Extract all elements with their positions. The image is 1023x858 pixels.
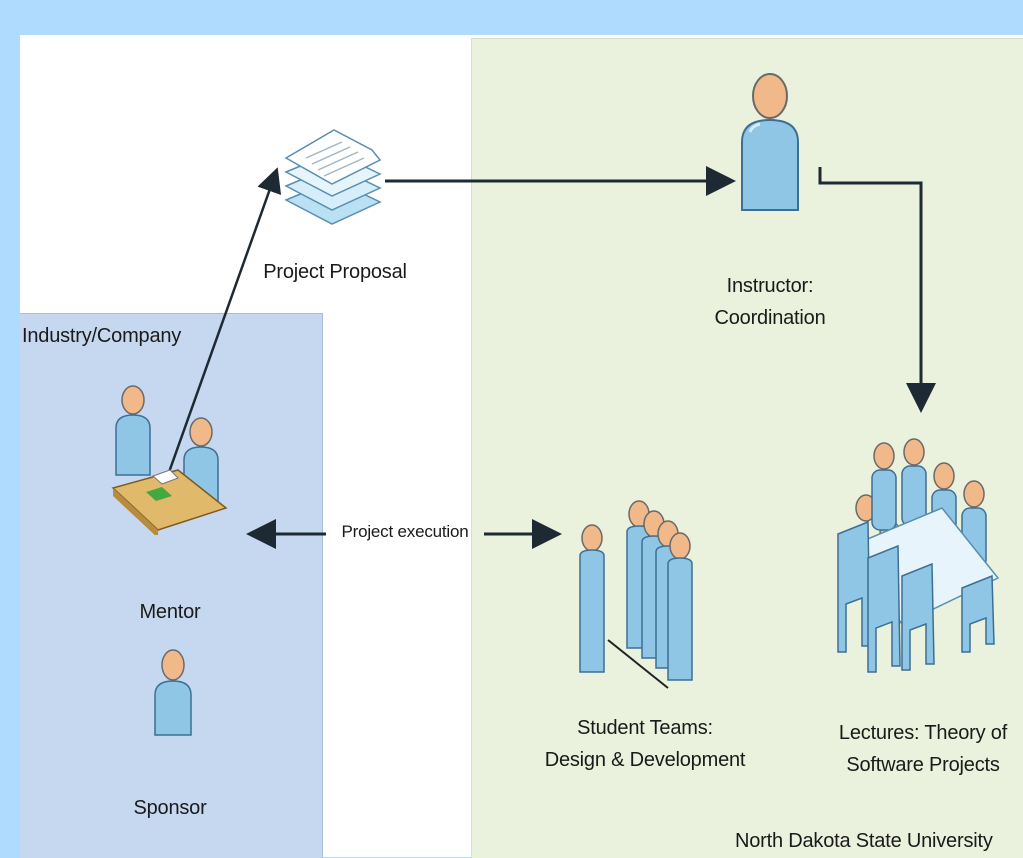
conference-room-icon — [837, 438, 1000, 673]
group-icon — [579, 500, 693, 689]
person-icon — [154, 649, 192, 736]
industry-panel — [20, 313, 323, 858]
arrow-mentor-to-proposal — [166, 167, 282, 476]
industry-panel-title: Industry/Company — [22, 325, 182, 347]
mentor-label: Mentor — [139, 601, 201, 623]
document-stack-icon — [284, 129, 382, 225]
sponsor-label: Sponsor — [133, 797, 207, 819]
instructor-label: Instructor: Coordination — [714, 275, 826, 329]
person-icon — [741, 73, 799, 211]
proposal-label: Project Proposal — [263, 261, 407, 283]
students-label: Student Teams: Design & Development — [544, 717, 746, 771]
university-panel-title: North Dakota State University — [735, 830, 993, 852]
lectures-label: Lectures: Theory of Software Projects — [838, 722, 1008, 776]
arrow-instructor-to-lectures — [818, 167, 936, 413]
meeting-table-icon — [111, 385, 228, 535]
execution-edge-label: Project execution — [341, 522, 469, 541]
